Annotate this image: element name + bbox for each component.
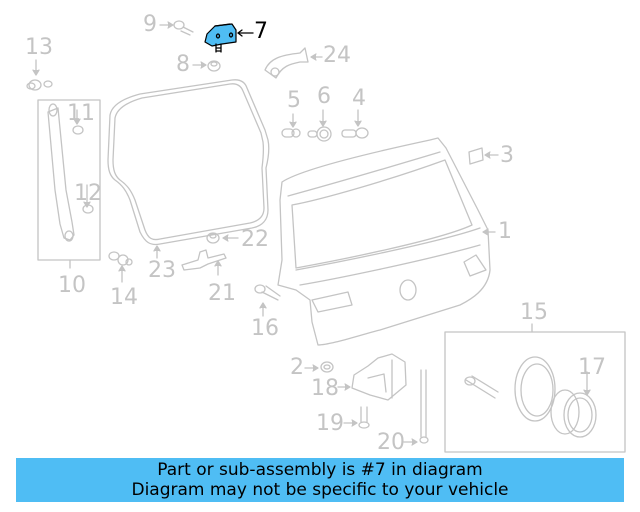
part-3-pad[interactable] xyxy=(468,147,499,165)
callout-5[interactable]: 5 xyxy=(287,88,301,113)
callout-21[interactable]: 21 xyxy=(208,281,236,306)
parts-diagram: 9 7 8 24 13 11 12 10 14 23 22 21 16 5 6 … xyxy=(25,12,626,455)
callout-20[interactable]: 20 xyxy=(377,430,405,455)
callout-3[interactable]: 3 xyxy=(500,143,514,168)
callout-4[interactable]: 4 xyxy=(352,86,366,111)
part-6-grommet[interactable] xyxy=(307,109,332,142)
callout-17[interactable]: 17 xyxy=(578,355,606,380)
callout-6[interactable]: 6 xyxy=(317,84,331,109)
part-5-bolt[interactable] xyxy=(281,113,301,138)
callout-1[interactable]: 1 xyxy=(498,219,512,244)
part-15-emblem-box[interactable] xyxy=(444,323,626,453)
part-4-buffer[interactable] xyxy=(341,109,369,139)
callout-22[interactable]: 22 xyxy=(241,227,269,252)
banner-line-part-number: Part or sub-assembly is #7 in diagram xyxy=(157,460,483,480)
callout-2[interactable]: 2 xyxy=(290,355,304,380)
callout-11[interactable]: 11 xyxy=(67,101,95,126)
part-1-liftgate[interactable] xyxy=(277,137,496,346)
part-14-ball-stud[interactable] xyxy=(108,251,133,283)
callout-8[interactable]: 8 xyxy=(176,52,190,77)
callout-18[interactable]: 18 xyxy=(311,376,339,401)
callout-10[interactable]: 10 xyxy=(58,273,86,298)
callout-9[interactable]: 9 xyxy=(143,12,157,37)
part-23-seal[interactable] xyxy=(107,79,270,259)
callout-24[interactable]: 24 xyxy=(323,43,351,68)
banner-line-disclaimer: Diagram may not be specific to your vehi… xyxy=(131,480,509,500)
callout-12[interactable]: 12 xyxy=(74,181,102,206)
part-19-bolt[interactable] xyxy=(343,406,370,429)
callout-7[interactable]: 7 xyxy=(254,19,268,44)
part-10-strut-box[interactable] xyxy=(37,99,101,269)
part-21-bracket[interactable] xyxy=(181,249,227,276)
part-18-latch[interactable] xyxy=(337,353,407,401)
part-20-rod[interactable] xyxy=(403,369,429,446)
part-7-bracket[interactable] xyxy=(204,23,254,53)
callout-15[interactable]: 15 xyxy=(520,300,548,325)
callout-19[interactable]: 19 xyxy=(316,411,344,436)
part-13-ball-stud[interactable] xyxy=(26,59,53,91)
part-8-nut[interactable] xyxy=(192,60,221,72)
part-16-bolt[interactable] xyxy=(254,284,281,317)
callout-16[interactable]: 16 xyxy=(251,316,279,341)
callout-13[interactable]: 13 xyxy=(25,35,53,60)
callout-23[interactable]: 23 xyxy=(148,258,176,283)
callout-14[interactable]: 14 xyxy=(110,285,138,310)
info-banner: Part or sub-assembly is #7 in diagram Di… xyxy=(16,458,624,502)
part-9-bolt[interactable] xyxy=(159,20,194,36)
part-22-nut[interactable] xyxy=(206,232,239,244)
part-2-bumper[interactable] xyxy=(304,361,334,373)
part-24-hose[interactable] xyxy=(264,47,323,79)
